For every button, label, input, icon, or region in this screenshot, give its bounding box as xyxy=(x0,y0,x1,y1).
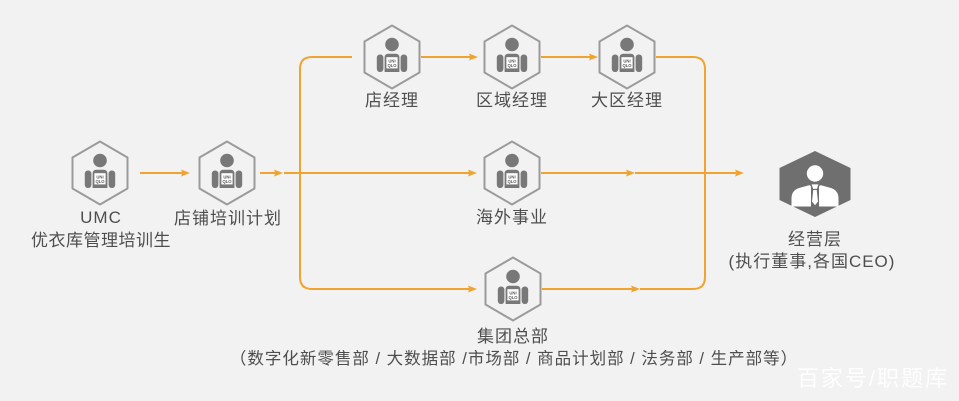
uniqlo-staff-icon xyxy=(483,140,541,206)
umc-label: UMC xyxy=(80,208,122,227)
uniqlo-staff-icon xyxy=(598,24,656,90)
umc-label-block: UMC 优衣库管理培训生 xyxy=(31,206,171,252)
node-hq xyxy=(484,256,542,322)
hq-sublabel: （数字化新零售部 / 大数据部 /市场部 / 商品计划部 / 法务部 / 生产部… xyxy=(229,350,799,368)
uniqlo-staff-icon xyxy=(484,256,542,322)
node-overseas xyxy=(483,140,541,206)
uniqlo-staff-icon xyxy=(198,140,256,206)
executive-icon xyxy=(778,150,852,218)
connector-hq-to-merge xyxy=(640,174,706,290)
node-store-training xyxy=(198,140,256,206)
management-sublabel: (执行董事,各国CEO) xyxy=(728,252,896,271)
hq-label: 集团总部 xyxy=(477,327,549,346)
watermark: 百家号/职题库 xyxy=(796,366,949,391)
node-district-manager xyxy=(483,24,541,90)
node-management xyxy=(778,150,852,218)
uniqlo-staff-icon xyxy=(363,24,421,90)
region-manager-label: 大区经理 xyxy=(591,91,663,110)
uniqlo-staff-icon xyxy=(71,140,129,206)
management-label: 经营层 xyxy=(788,230,842,249)
node-umc xyxy=(71,140,129,206)
store-manager-label: 店经理 xyxy=(365,91,419,110)
overseas-label: 海外事业 xyxy=(476,208,548,227)
node-store-manager xyxy=(363,24,421,90)
connector-region-to-merge xyxy=(656,56,706,173)
store-training-label: 店铺培训计划 xyxy=(174,209,282,228)
district-manager-label: 区域经理 xyxy=(476,91,548,110)
node-region-manager xyxy=(598,24,656,90)
uniqlo-staff-icon xyxy=(483,24,541,90)
umc-sublabel: 优衣库管理培训生 xyxy=(31,231,171,250)
